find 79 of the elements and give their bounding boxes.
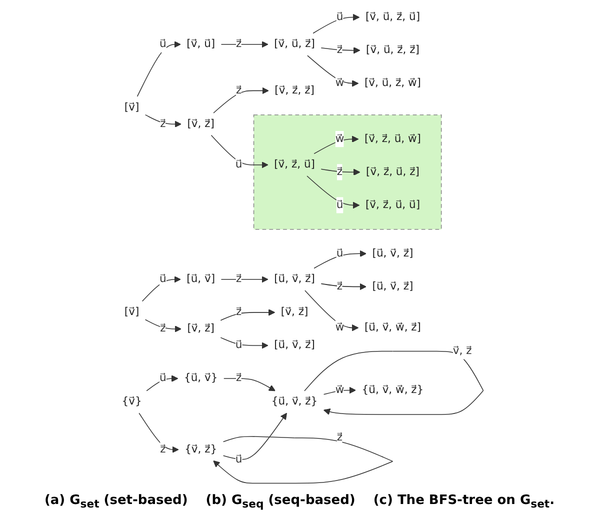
arrow (312, 14, 360, 34)
arrow (320, 46, 360, 54)
arrow (314, 136, 359, 154)
node-text: [v⃗, u⃗, z⃗, w⃗] (364, 76, 422, 90)
node-text: [u⃗, v⃗] (186, 272, 216, 286)
edge-label: u⃗ (336, 10, 344, 24)
edge-label: w⃗ (335, 321, 344, 334)
arrow (224, 378, 276, 392)
node-text: [v⃗, z⃗] (187, 118, 214, 130)
arrow (304, 290, 359, 332)
edge-label: z⃗ (236, 38, 242, 50)
arrow (144, 114, 182, 128)
caption: (a) G$_{set}$ (set-based) (44, 493, 188, 511)
arrow (213, 436, 394, 484)
arrow (320, 168, 360, 176)
node-text: [v⃗, z⃗, u⃗, z⃗] (366, 166, 420, 178)
cluster (253, 114, 442, 230)
node-text: [v⃗, u⃗, z⃗, z⃗] (366, 44, 420, 56)
arrow (304, 350, 484, 415)
caption: (b) G$_{seq}$ (seq-based) (206, 493, 356, 511)
arrow (213, 87, 269, 114)
edge-label: z⃗ (160, 322, 166, 335)
edge-label: u⃗ (160, 372, 166, 384)
arrow (142, 276, 181, 302)
node-text: {u⃗, v⃗, z⃗} (271, 395, 318, 408)
arrow (320, 283, 366, 290)
arrow (144, 319, 182, 332)
edge-label: z⃗ (336, 280, 343, 292)
edge-label: u⃗ (235, 158, 242, 171)
node-text: [u⃗, v⃗, z⃗] (274, 338, 315, 352)
edge-label: z⃗ (336, 431, 343, 444)
node-text: [v⃗] (124, 101, 140, 114)
edge-label: z⃗ (336, 166, 343, 178)
edge-label: w⃗ (335, 132, 344, 145)
arrow (138, 412, 179, 454)
edge-label: w⃗ (335, 76, 344, 90)
edge-label: u⃗ (235, 453, 242, 466)
arrow (220, 276, 268, 283)
edge-label: z⃗ (236, 372, 242, 384)
arrow (210, 134, 268, 168)
node-text: [v⃗, z⃗] (280, 306, 308, 318)
arrow (220, 309, 276, 321)
node-text: [u⃗, v⃗, w⃗, z⃗] (364, 321, 422, 334)
edge-label: u⃗ (336, 247, 344, 260)
edge-label: z⃗ (236, 84, 242, 96)
node-text: [u⃗, v⃗, z⃗] (274, 272, 315, 286)
node-text: [v⃗, u⃗, z⃗, u⃗] (365, 10, 420, 24)
node-text: {u⃗, v⃗} (184, 372, 218, 384)
node-text: [v⃗, z⃗, u⃗, u⃗] (365, 198, 420, 211)
node-text: {u⃗, v⃗, w⃗, z⃗} (362, 384, 424, 396)
edge-label: w⃗ (335, 384, 344, 396)
edge-label: u⃗ (336, 198, 344, 211)
node-text: [u⃗, v⃗, z⃗] (372, 280, 414, 292)
edge-label: z⃗ (160, 118, 166, 130)
edge-label: u⃗ (160, 38, 166, 50)
node-text: [v⃗] (124, 306, 140, 318)
edge-label: u⃗ (235, 338, 242, 352)
arrow (306, 176, 360, 209)
edge-label: v⃗, z⃗ (452, 344, 472, 358)
edge-label: z⃗ (236, 272, 242, 286)
node-text: [v⃗, u⃗] (186, 38, 216, 50)
edge-label: z⃗ (236, 306, 242, 318)
edge-label: z⃗ (336, 44, 343, 56)
arrow (220, 337, 268, 349)
node-text: [v⃗, z⃗] (187, 322, 214, 335)
arrow (220, 41, 268, 48)
caption: (c) The BFS-tree on G$_{set}$. (373, 493, 555, 511)
node-text: [v⃗, z⃗, z⃗] (274, 84, 314, 96)
edge-label: u⃗ (160, 272, 166, 286)
node-text: [u⃗, v⃗, z⃗] (372, 247, 414, 260)
node-text: {v⃗, z⃗} (184, 443, 218, 456)
arrow (136, 41, 181, 97)
arrow (307, 55, 359, 87)
node-text: [v⃗, z⃗, u⃗, w⃗] (364, 132, 422, 145)
node-text: {v⃗} (122, 395, 142, 408)
node-text: [v⃗, u⃗, z⃗] (274, 38, 315, 50)
arrow (222, 412, 287, 460)
edge-label: z⃗ (160, 443, 166, 456)
node-text: [v⃗, z⃗, u⃗] (274, 158, 315, 171)
